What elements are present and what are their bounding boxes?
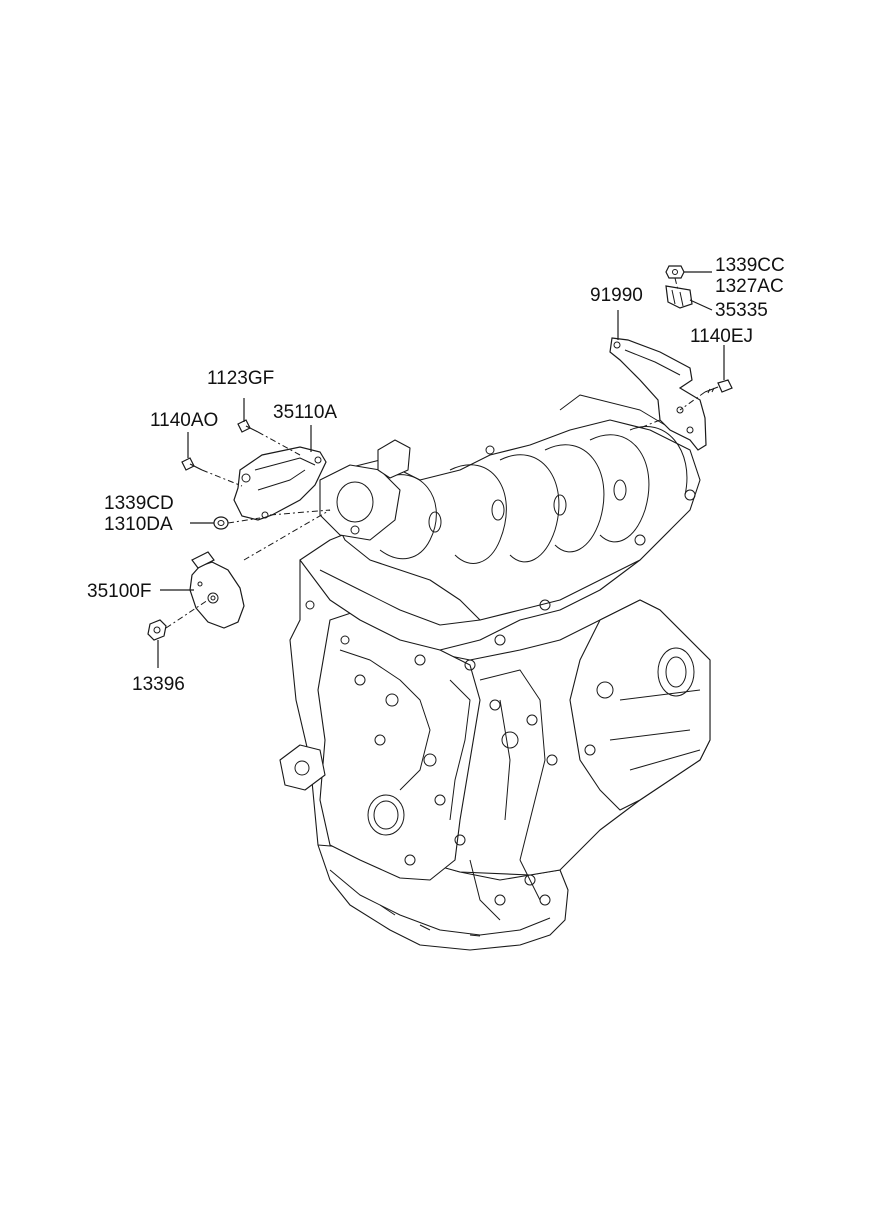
bolt-1123gf xyxy=(237,419,259,433)
label-35110a: 35110A xyxy=(273,402,337,423)
washer-1310da xyxy=(213,516,229,530)
label-1327ac: 1327AC xyxy=(715,276,784,297)
bolt-1140ao xyxy=(181,457,203,471)
bracket-35110a xyxy=(233,446,327,521)
label-1339cc: 1339CC xyxy=(715,255,785,276)
label-91990: 91990 xyxy=(590,285,643,306)
part-labels: 1339CC 1327AC 35335 91990 1140EJ 1123GF … xyxy=(87,255,785,695)
nut-13396 xyxy=(147,619,167,641)
sensor-35100f xyxy=(189,551,245,629)
engine-assembly xyxy=(279,394,711,951)
bracket-assembly-91990 xyxy=(609,337,707,451)
label-1140ej: 1140EJ xyxy=(690,326,753,347)
assembly-lines xyxy=(165,277,706,629)
label-1310da: 1310DA xyxy=(104,514,173,535)
nut-1339cc xyxy=(665,265,685,279)
label-35100f: 35100F xyxy=(87,581,151,602)
leader-lines xyxy=(157,271,725,668)
bolt-1140ej xyxy=(704,379,733,394)
label-1123gf: 1123GF xyxy=(207,368,274,389)
label-13396: 13396 xyxy=(132,674,185,695)
label-35335: 35335 xyxy=(715,300,768,321)
label-1140ao: 1140AO xyxy=(150,410,218,431)
sensor-35335 xyxy=(665,285,693,309)
label-1339cd: 1339CD xyxy=(104,493,174,514)
